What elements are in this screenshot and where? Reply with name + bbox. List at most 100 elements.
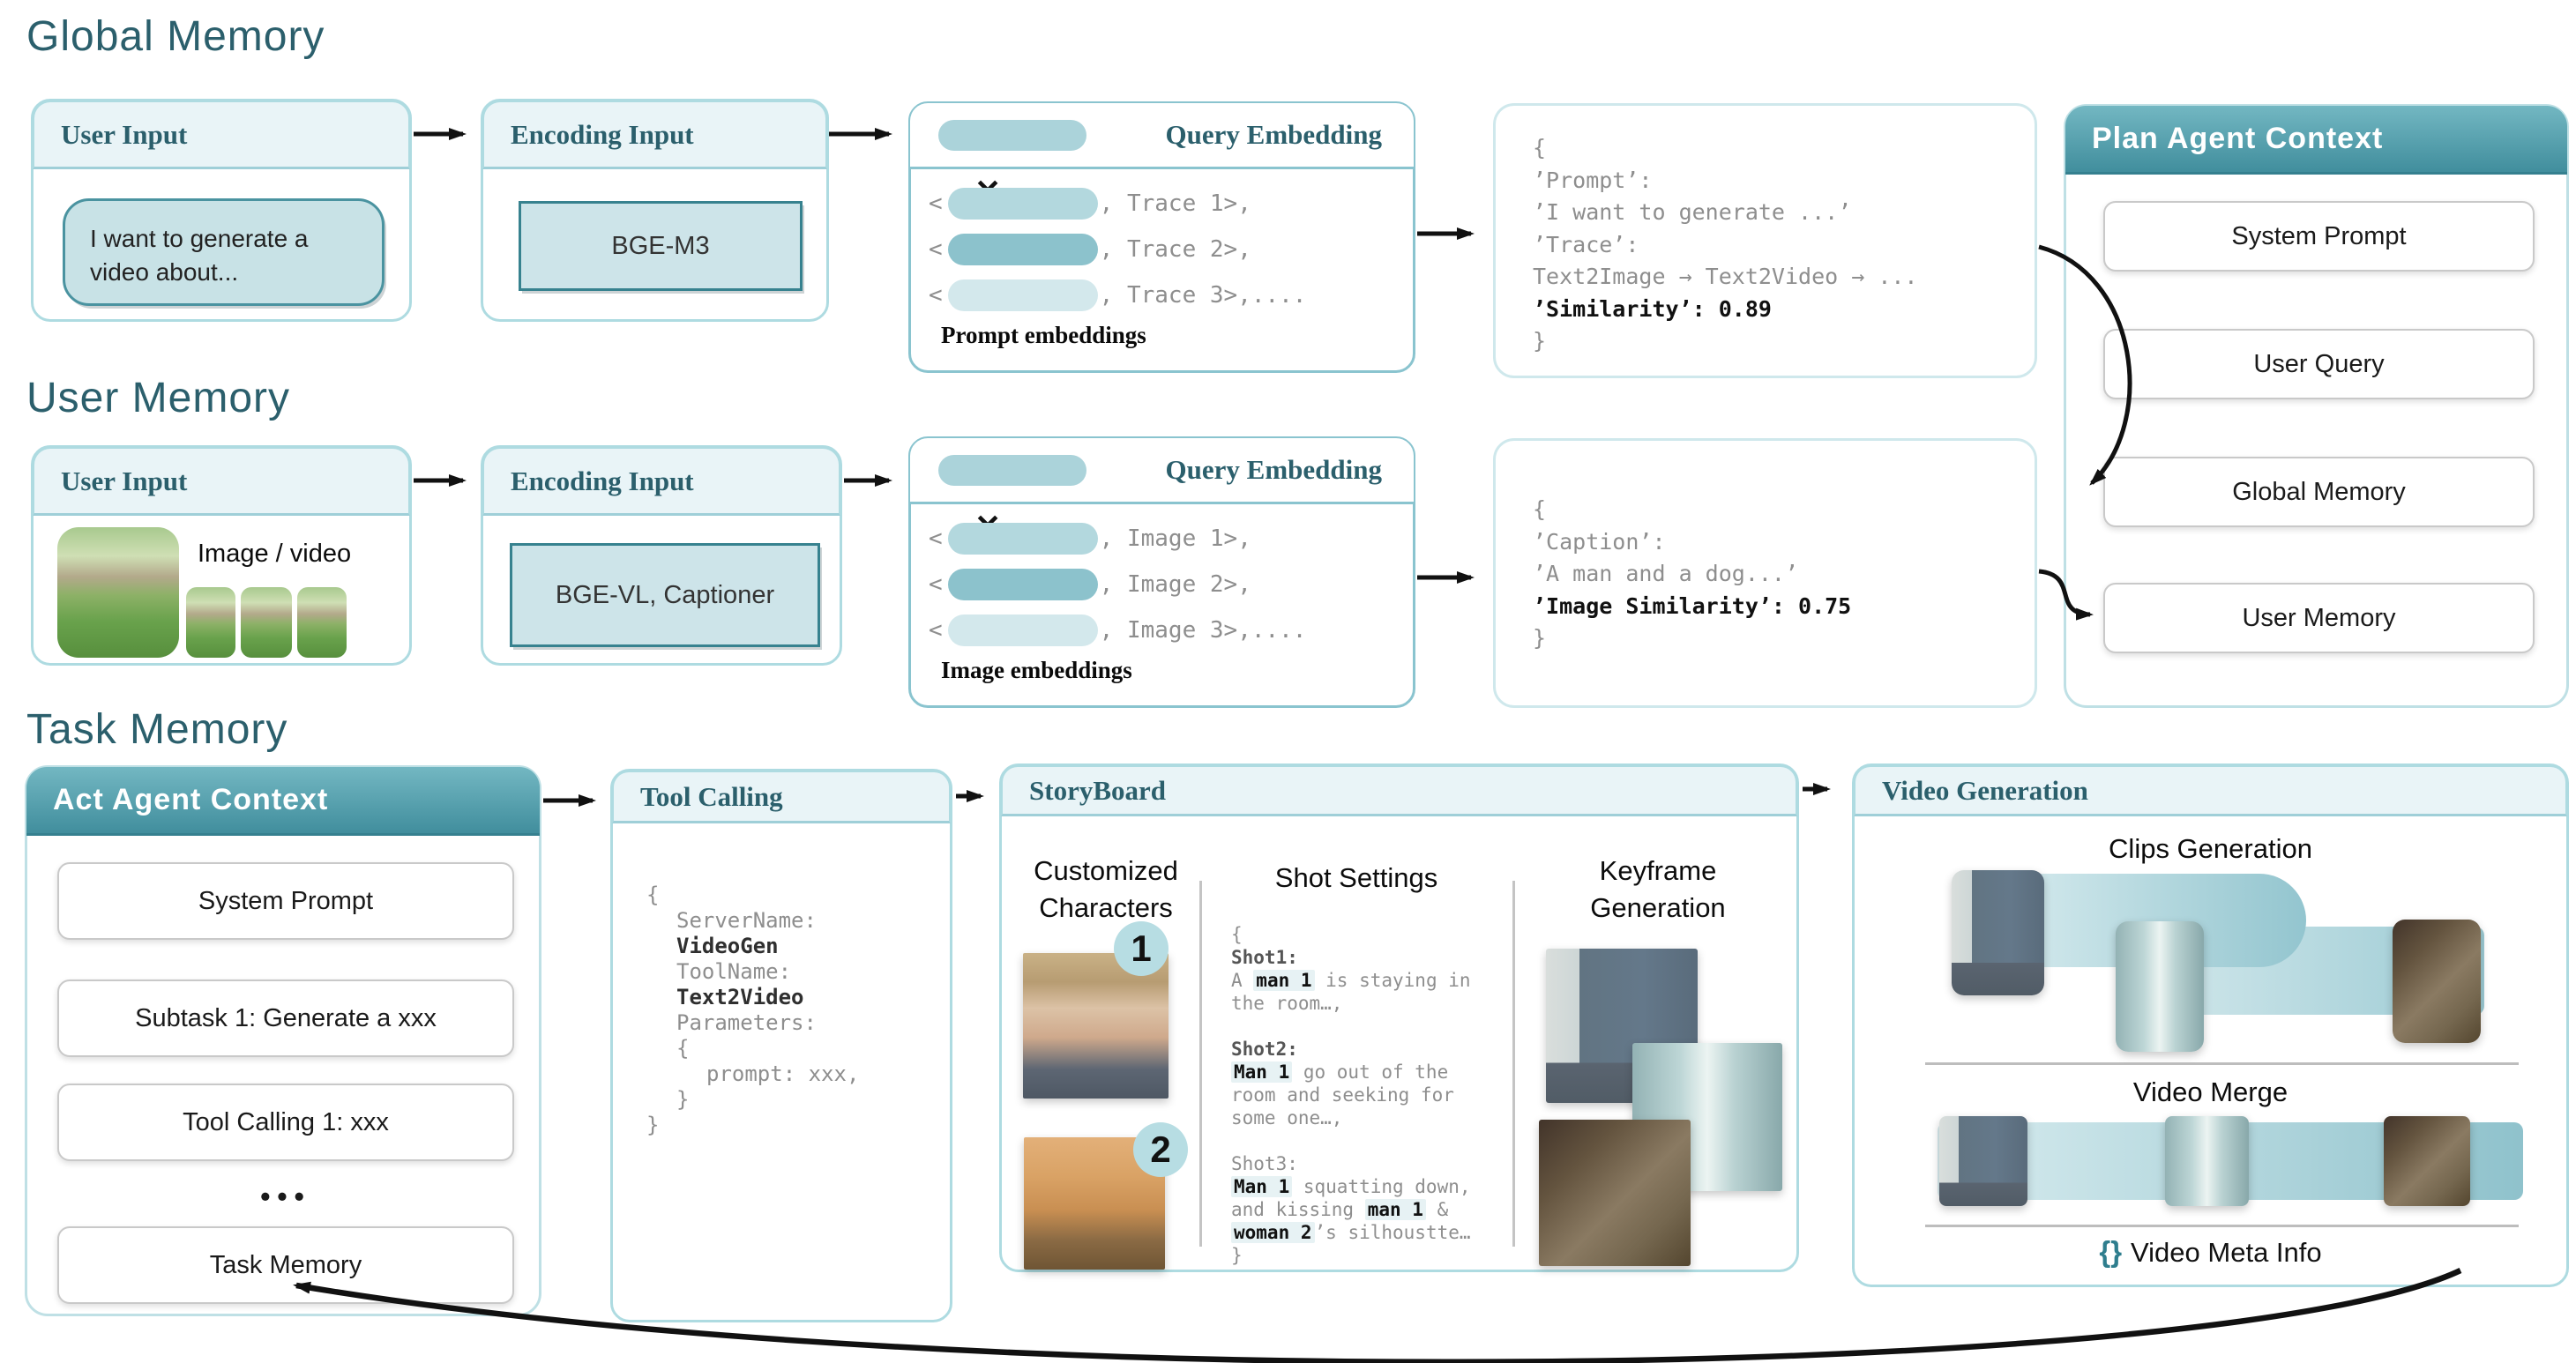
open-bracket: <	[929, 571, 943, 598]
clips-generation-title: Clips Generation	[2109, 833, 2312, 864]
title-line: Keyframe	[1599, 855, 1717, 886]
video-meta-info: {} Video Meta Info	[1855, 1235, 2566, 1269]
code-line: Text2Image → Text2Video → ...	[1533, 264, 1918, 289]
card-title: Query Embedding	[1165, 119, 1382, 150]
embedding-pill	[947, 523, 1098, 555]
global-query-embedding-card: Query Embedding ✕ <, Trace 1>,<, Trace 2…	[908, 101, 1415, 373]
code-line: prompt: xxx,	[706, 1061, 860, 1086]
code-line: ’Similarity’: 0.89	[1533, 295, 1772, 322]
title-line: Generation	[1590, 892, 1726, 923]
code-line: ToolName:	[676, 959, 792, 984]
context-item: User Memory	[2103, 583, 2535, 653]
clip-thumb-hallway	[2116, 921, 2204, 1052]
card-header: Query Embedding	[910, 103, 1414, 169]
merge-thumb-squat	[2384, 1116, 2470, 1206]
card-title: Tool Calling	[640, 780, 783, 812]
title-line: Customized	[1034, 855, 1178, 886]
embedding-row-label: , Image 1>,	[1099, 525, 1251, 552]
section-heading-task: Task Memory	[26, 706, 288, 753]
embedding-row-label: , Trace 2>,	[1099, 236, 1251, 263]
image-video-caption: Image / video	[198, 540, 352, 568]
code-line: {	[1533, 135, 1547, 160]
encoder-model-box: BGE-M3	[519, 201, 803, 291]
code-line: }	[1533, 328, 1547, 354]
embedding-row: < , Image 1>,	[929, 523, 1306, 555]
characters-column-title: Customized Characters	[1027, 853, 1185, 927]
title-line: Characters	[1039, 892, 1173, 923]
context-item: Global Memory	[2103, 457, 2535, 527]
embedding-row: <, Image 3>,....	[929, 614, 1306, 646]
shot-settings-title: Shot Settings	[1274, 862, 1438, 893]
embedding-pill	[947, 569, 1098, 600]
card-title: User Input	[61, 465, 188, 496]
retrieval-result-code: { ’Prompt’: ’I want to generate ...’ ’Trace…	[1533, 132, 1918, 358]
section-heading-global: Global Memory	[26, 13, 325, 60]
code-line: {	[646, 883, 660, 907]
shot-line: some one…,	[1231, 1107, 1343, 1128]
card-header: User Input	[33, 447, 410, 516]
code-line: }	[1533, 625, 1547, 651]
user-retrieval-result-card: {’Caption’:’A man and a dog...’’Image Si…	[1493, 438, 2037, 708]
code-line: }	[676, 1087, 690, 1112]
context-item: System Prompt	[57, 862, 514, 940]
merge-thumb-hallway	[2165, 1116, 2249, 1206]
card-title: Encoding Input	[511, 465, 694, 496]
shot-line: A man 1 is staying in	[1231, 970, 1471, 991]
open-bracket: <	[929, 525, 943, 552]
embedding-pill	[947, 279, 1098, 311]
card-header: Video Generation	[1854, 765, 2567, 816]
shot-line	[1231, 1015, 1471, 1038]
braces-icon: {}	[2099, 1235, 2123, 1268]
open-bracket: <	[929, 236, 943, 263]
global-retrieval-result-card: { ’Prompt’: ’I want to generate ...’ ’Trace…	[1493, 103, 2037, 378]
code-line: ’Trace’:	[1533, 231, 1639, 257]
code-line: ’Caption’:	[1533, 528, 1666, 555]
embedding-pill	[947, 234, 1098, 265]
retrieval-result-code: {’Caption’:’A man and a dog...’’Image Si…	[1533, 494, 1851, 655]
query-embedding-pill	[938, 119, 1086, 151]
code-line: VideoGen	[676, 934, 779, 958]
shot-line: room and seeking for	[1231, 1084, 1454, 1106]
shot-line: Man 1 squatting down,	[1231, 1175, 1471, 1198]
user-prompt-bubble: I want to generate a video about...	[63, 198, 385, 306]
embedding-pill	[947, 614, 1098, 646]
section-divider	[1925, 1225, 2519, 1227]
keyframe-column-title: Keyframe Generation	[1534, 853, 1781, 927]
embedding-pill	[947, 188, 1098, 220]
code-line: ’I want to generate ...’	[1533, 199, 1852, 225]
meta-label: Video Meta Info	[2131, 1237, 2322, 1268]
video-thumb-1	[186, 587, 235, 658]
card-title: StoryBoard	[1029, 774, 1166, 806]
card-title: Video Generation	[1882, 774, 2088, 806]
embedding-row-label: , Image 3>,....	[1099, 617, 1307, 644]
clip-thumb-bedroom	[1952, 870, 2044, 995]
context-item: System Prompt	[2103, 201, 2535, 272]
open-bracket: <	[929, 190, 943, 217]
context-item: Tool Calling 1: xxx	[57, 1084, 514, 1161]
card-header: Plan Agent Context	[2065, 106, 2567, 175]
query-embedding-pill	[938, 454, 1086, 486]
user-user-input-card: User Input Image / video	[31, 445, 412, 666]
open-bracket: <	[929, 282, 943, 309]
shot-line: }	[1231, 1245, 1243, 1266]
character-2-badge: 2	[1133, 1122, 1188, 1177]
column-divider	[1512, 881, 1515, 1247]
code-line: ’Image Similarity’: 0.75	[1533, 592, 1852, 619]
shot-line: woman 2’s silhoustte…	[1231, 1221, 1471, 1244]
video-merge-title: Video Merge	[2132, 1076, 2289, 1107]
embedding-rows: <, Image 1>,<, Image 2>,<, Image 3>,....	[929, 523, 1306, 660]
ellipsis: •••	[260, 1181, 311, 1212]
column-divider	[1199, 881, 1202, 1247]
garden-photo	[57, 527, 179, 658]
code-line: ’Prompt’:	[1533, 167, 1653, 193]
embedding-row: <, Trace 3>,....	[929, 279, 1306, 311]
embedding-row-label: , Trace 1>,	[1099, 190, 1251, 217]
shot-line: and kissing man 1 &	[1231, 1199, 1449, 1220]
embedding-row: <, Image 2>,	[929, 569, 1306, 600]
encoder-model-box: BGE-VL, Captioner	[510, 543, 820, 647]
card-header: Encoding Input	[482, 101, 827, 169]
